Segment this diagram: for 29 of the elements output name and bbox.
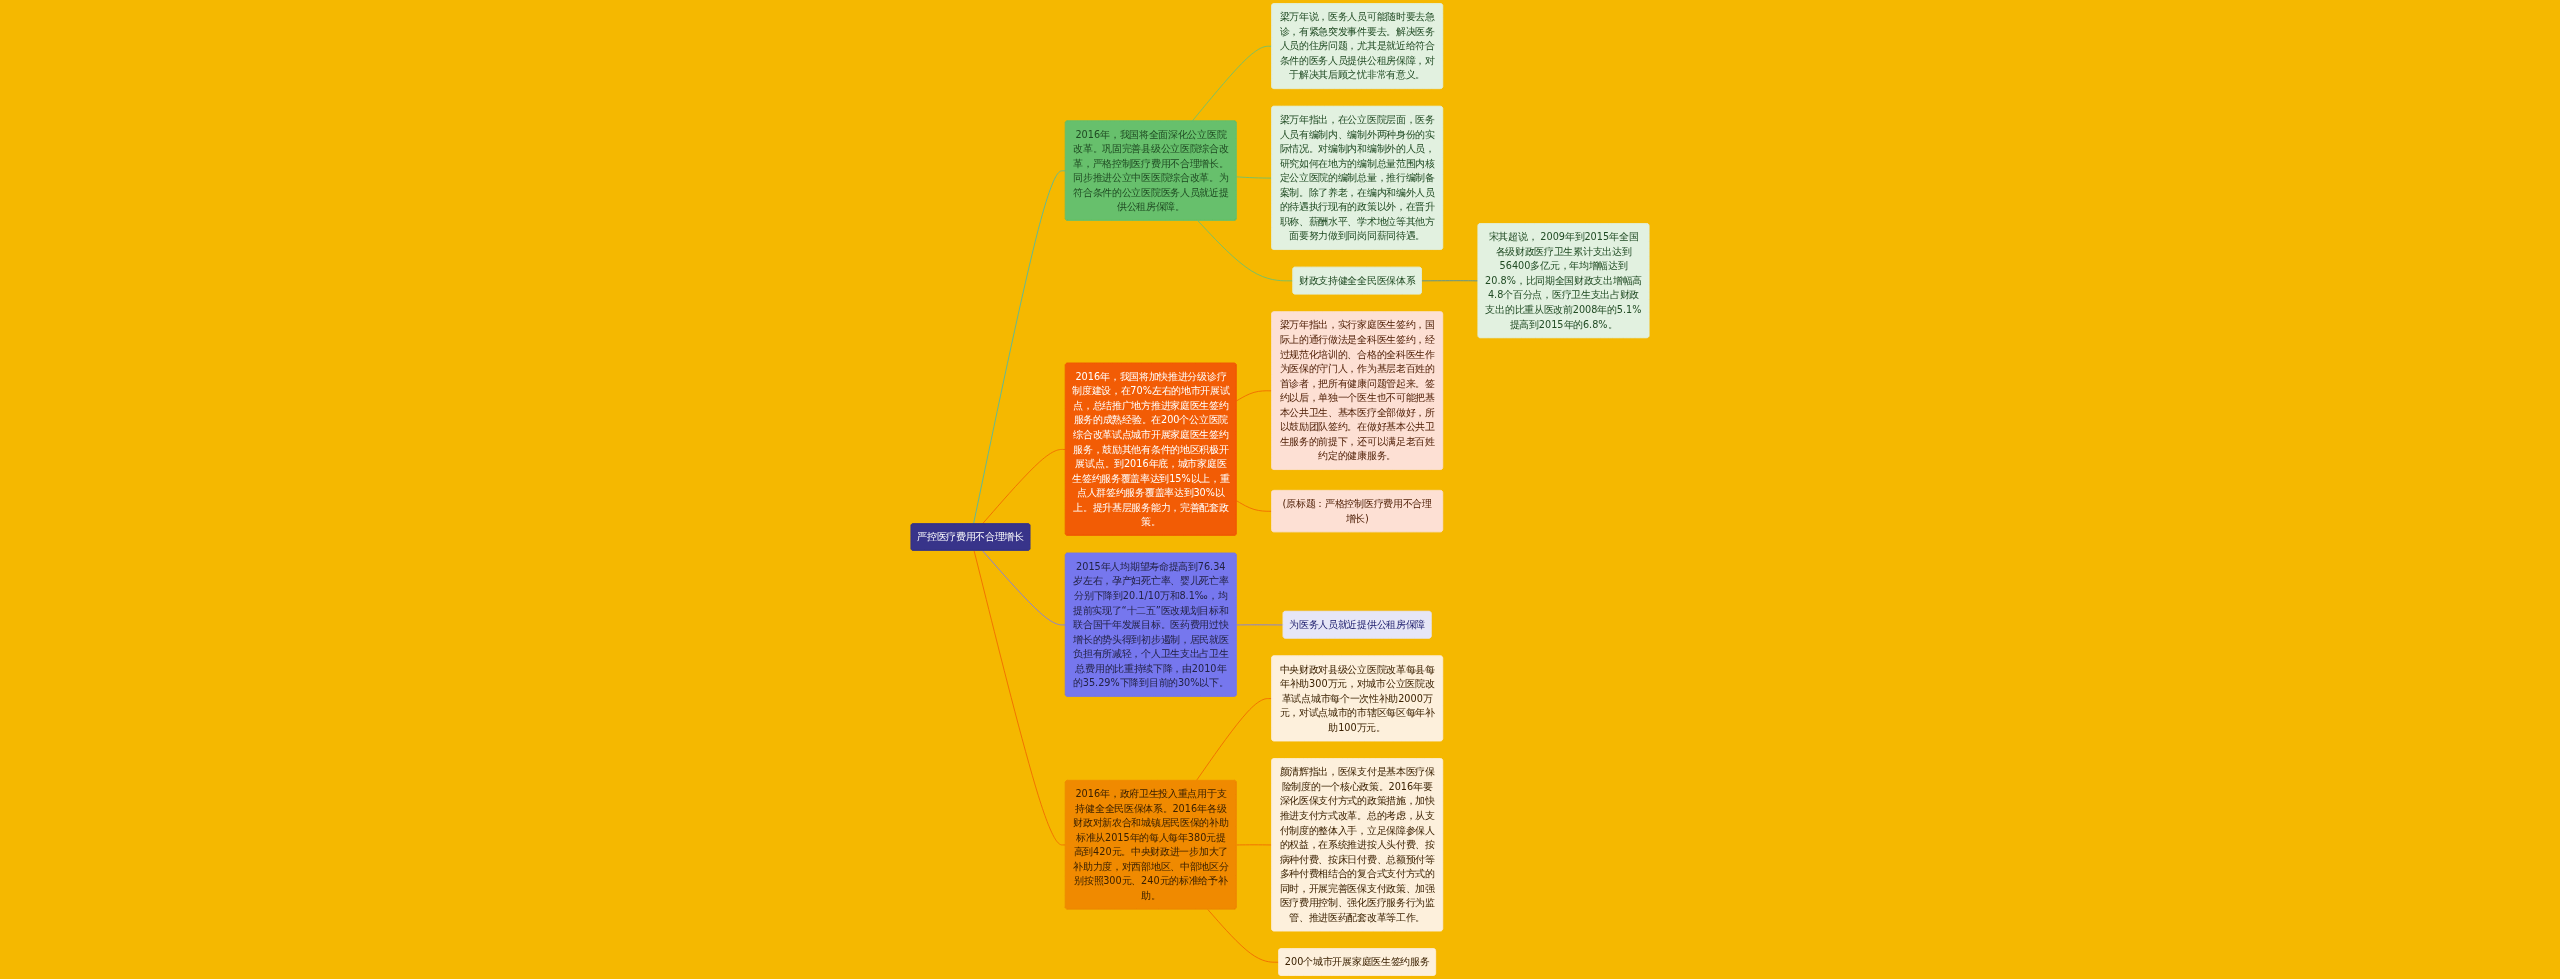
connector: [1236, 844, 1273, 846]
connector: [1195, 698, 1273, 782]
connector: [1207, 908, 1280, 963]
connector: [1236, 176, 1273, 179]
note-box: 200个城市开展家庭医生签约服务: [1278, 948, 1436, 976]
connector: [1191, 45, 1273, 122]
connector: [973, 170, 1066, 525]
connector: [1236, 500, 1273, 512]
note-box: 梁万年说，医务人员可能随时要去急诊，有紧急突发事件要去。解决医务人员的住房问题，尤其是就近给符合条件的医务人员提供公租房保障，对于解决其后顾之忧非常有意义。: [1271, 3, 1443, 89]
connector: [973, 550, 1066, 846]
note-box: 中央财政对县级公立医院改革每县每年补助300万元，对城市公立医院改革试点城市每个一次性补助2000万元，对试点城市的市辖区每区每年补助100万元。: [1271, 655, 1443, 742]
note-box: 颜清辉指出，医保支付是基本医疗保险制度的一个核心政策。2016年要深化医保支付方式的政策措施，加快推进支付方式改革。总的考虑，从支付制度的整体入手，立足保障参保人的权益，在系统推进按人头付费、按病种付费、按床日付费、总额预付等多种付费相结合的复合式支付方式的同时，开展完善医保支付政策、加强医疗费用控制、强化医疗服务行为监管、推进医药配套改革等工作。: [1271, 758, 1443, 932]
note-box: 财政支持健全全民医保体系: [1292, 266, 1422, 295]
central-topic: 严控医疗费用不合理增长: [910, 523, 1031, 551]
note-box: 宋其超说， 2009年到2015年全国各级财政医疗卫生累计支出达到56400多亿元，年均增幅达到20.8%，比同期全国财政支出增幅高4.8个百分点，医疗卫生支出占财政支出的比重从医改前2008年的5.1%提高到2015年的6.8%。: [1477, 223, 1650, 338]
branch-node: 2016年，我国将全面深化公立医院改革。巩固完善县级公立医院综合改革，严格控制医疗费用不合理增长。同步推进公立中医医院综合改革。为符合条件的公立医院医务人员就近提供公租房保障。: [1065, 120, 1237, 221]
branch-node: 2016年，我国将加快推进分级诊疗制度建设，在70%左右的地市开展试点，总结推广地方推进家庭医生签约服务的成熟经验。在200个公立医院综合改革试点城市开展家庭医生签约服务，鼓励其他有条件的地区积极开展试点。到2016年底，城市家庭医生签约服务覆盖率达到15%以上，重点人群签约服务覆盖率达到30%以上。提升基层服务能力，完善配套政策。: [1065, 362, 1237, 536]
connector: [1236, 624, 1284, 626]
note-box: 梁万年指出，在公立医院层面，医务人员有编制内、编制外两种身份的实际情况。对编制内和编制外的人员，研究如何在地方的编制总量范围内核定公立医院的编制总量，推行编制备案制。除了养老，在编内和编外人员的待遇执行现有的政策以外，在晋升职称、薪酬水平、学术地位等其他方面要努力做到同岗同薪同待遇。: [1271, 106, 1443, 250]
connector: [1236, 390, 1273, 402]
note-box: 为医务人员就近提供公租房保障: [1282, 611, 1432, 639]
connector: [1421, 280, 1479, 282]
connector: [1197, 220, 1294, 282]
connector: [982, 550, 1066, 626]
note-box: 梁万年指出，实行家庭医生签约，国际上的通行做法是全科医生签约，经过规范化培训的、合格的全科医生作为医保的守门人，作为基层老百姓的首诊者，把所有健康问题管起来。签约以后，单独一个医生也不可能把基本公共卫生、基本医疗全部做好，所以鼓励团队签约。在做好基本公共卫生服务的前提下，还可以满足老百姓约定的健康服务。: [1271, 311, 1443, 470]
connector: [982, 449, 1066, 525]
note-box: (原标题：严格控制医疗费用不合理增长): [1271, 490, 1443, 533]
branch-node: 2015年人均期望寿命提高到76.34岁左右，孕产妇死亡率、婴儿死亡率分别下降到20.1/10万和8.1‰，均提前实现了“十二五”医改规划目标和联合国千年发展目标。医药费用过快增长的势头得到初步遏制，居民就医负担有所减轻，个人卫生支出占卫生总费用的比重持续下降，由2010年的35.29%下降到目前的30%以下。: [1065, 552, 1237, 697]
branch-node: 2016年，政府卫生投入重点用于支持健全全民医保体系。2016年各级财政对新农合和城镇居民医保的补助标准从2015年的每人每年380元提高到420元。中央财政进一步加大了补助力度，对西部地区、中部地区分别按照300元、240元的标准给予补助。: [1065, 780, 1237, 910]
